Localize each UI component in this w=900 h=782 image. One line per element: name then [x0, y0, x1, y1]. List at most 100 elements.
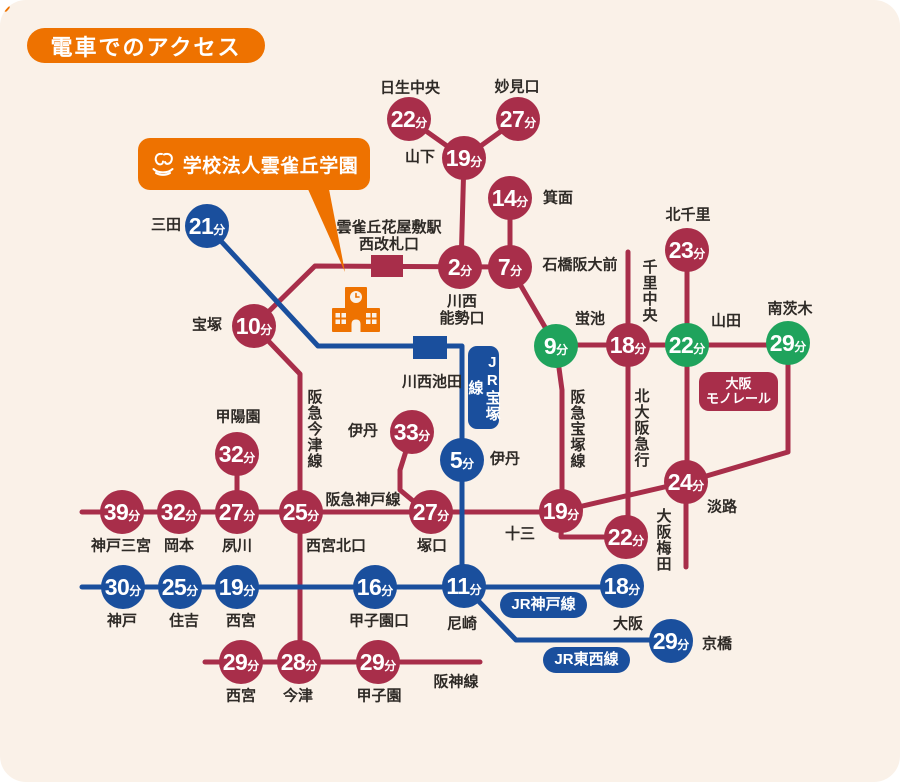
rail-line-hankyu-kyoto	[558, 340, 791, 514]
minutes-unit: 分	[247, 659, 260, 673]
school-name-callout: 学校法人雲雀丘学園	[138, 138, 370, 190]
minutes-unit: 分	[632, 534, 645, 548]
line-badge-jr-tozai-line: JR東西線	[543, 647, 630, 673]
station-label: 住吉	[168, 612, 200, 630]
station-label: 今津	[282, 687, 314, 705]
line-badge-jr-takarazuka-line: JR宝塚線	[467, 346, 501, 429]
line-name-label: 阪急宝塚線	[568, 389, 586, 469]
minutes-unit: 分	[470, 155, 483, 169]
station-label: 箕面	[542, 189, 574, 207]
travel-time: 7	[497, 253, 511, 280]
travel-time: 25	[161, 573, 187, 600]
minutes-unit: 分	[692, 479, 705, 493]
station-label: 伊丹	[489, 450, 521, 468]
station-label: 淡路	[706, 498, 738, 516]
minutes-unit: 分	[524, 116, 537, 130]
travel-time: 22	[390, 105, 416, 132]
minutes-unit: 分	[677, 638, 690, 652]
minutes-unit: 分	[243, 509, 256, 523]
station-label: 日生中央	[379, 79, 441, 97]
station-label: 尼崎	[446, 615, 478, 633]
travel-time: 29	[359, 648, 385, 675]
travel-time: 22	[607, 523, 633, 550]
station-label: 伊丹	[347, 422, 379, 440]
station-square-hibarigaoka-hanayashiki-west-gate	[371, 255, 403, 277]
access-title-badge: 電車でのアクセス	[27, 28, 265, 63]
travel-time: 5	[449, 446, 463, 473]
travel-time: 29	[769, 329, 795, 356]
travel-time: 19	[542, 497, 568, 524]
minutes-unit: 分	[305, 659, 318, 673]
station-label: 岡本	[163, 537, 195, 555]
minutes-unit: 分	[418, 429, 431, 443]
station-label: 北千里	[665, 206, 711, 224]
travel-time: 18	[609, 331, 635, 358]
rail-line-hankyu-imazu	[251, 323, 303, 665]
minutes-unit: 分	[462, 457, 475, 471]
access-title-text: 電車でのアクセス	[50, 34, 242, 60]
travel-time: 2	[447, 253, 461, 280]
school-name-text: 学校法人雲雀丘学園	[182, 155, 359, 177]
station-label: 宝塚	[191, 316, 223, 334]
line-badge-jr-kobe-line: JR神戸線	[500, 592, 587, 618]
station-label: 雲雀丘花屋敷駅西改札口	[336, 219, 442, 253]
minutes-unit: 分	[567, 508, 580, 522]
school-building-icon	[332, 287, 380, 332]
station-label: 山下	[404, 148, 436, 166]
minutes-unit: 分	[469, 583, 482, 597]
station-label: 大阪梅田	[654, 508, 672, 572]
minutes-unit: 分	[516, 195, 529, 209]
travel-time: 21	[188, 212, 214, 239]
station-label: 神戸	[106, 612, 138, 630]
travel-time: 22	[668, 331, 694, 358]
line-badge-osaka-monorail-line: 大阪モノレール	[699, 372, 778, 411]
minutes-unit: 分	[693, 247, 706, 261]
travel-time: 39	[103, 498, 129, 525]
station-label: 神戸三宮	[90, 537, 152, 555]
minutes-unit: 分	[213, 223, 226, 237]
travel-time: 30	[104, 573, 130, 600]
travel-time: 10	[235, 312, 261, 339]
station-label: 南茨木	[767, 300, 813, 318]
minutes-unit: 分	[186, 584, 199, 598]
line-name-label: 阪神線	[433, 673, 479, 691]
station-label: 甲子園口	[348, 612, 410, 630]
station-label: 妙見口	[494, 78, 540, 96]
travel-time: 24	[667, 468, 693, 495]
travel-time: 27	[499, 105, 525, 132]
travel-time: 19	[445, 144, 471, 171]
minutes-unit: 分	[415, 116, 428, 130]
station-label: 山田	[710, 312, 742, 330]
minutes-unit: 分	[693, 342, 706, 356]
minutes-unit: 分	[634, 342, 647, 356]
minutes-unit: 分	[243, 451, 256, 465]
station-label: 石橋阪大前	[542, 256, 618, 274]
minutes-unit: 分	[384, 659, 397, 673]
